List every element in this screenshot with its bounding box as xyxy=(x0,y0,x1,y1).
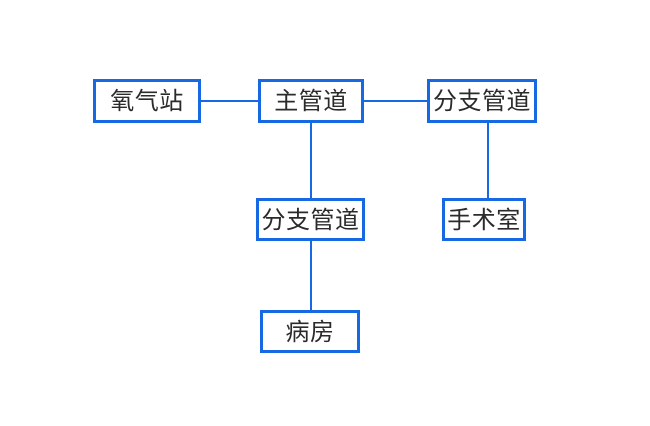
node-main-pipeline[interactable]: 主管道 xyxy=(258,79,364,123)
edge-branch-pipeline-center-to-ward xyxy=(310,240,312,311)
node-branch-pipeline-right-label: 分支管道 xyxy=(433,87,531,115)
node-main-pipeline-label: 主管道 xyxy=(274,87,348,115)
node-ward-label: 病房 xyxy=(285,317,335,346)
edge-main-pipeline-to-branch-pipeline-center xyxy=(310,122,312,199)
node-ward[interactable]: 病房 xyxy=(260,310,360,353)
node-operating-room-label: 手术室 xyxy=(447,205,521,234)
node-oxygen-station-label: 氧气站 xyxy=(110,87,184,115)
node-branch-pipeline-center[interactable]: 分支管道 xyxy=(256,198,365,241)
node-oxygen-station[interactable]: 氧气站 xyxy=(93,79,201,123)
edge-oxygen-station-to-main-pipeline xyxy=(201,100,259,102)
edge-main-pipeline-to-branch-pipeline-right xyxy=(364,100,428,102)
node-branch-pipeline-right[interactable]: 分支管道 xyxy=(427,79,537,123)
edge-branch-pipeline-right-to-operating-room xyxy=(487,122,489,199)
node-branch-pipeline-center-label: 分支管道 xyxy=(261,205,360,234)
node-operating-room[interactable]: 手术室 xyxy=(442,198,526,241)
